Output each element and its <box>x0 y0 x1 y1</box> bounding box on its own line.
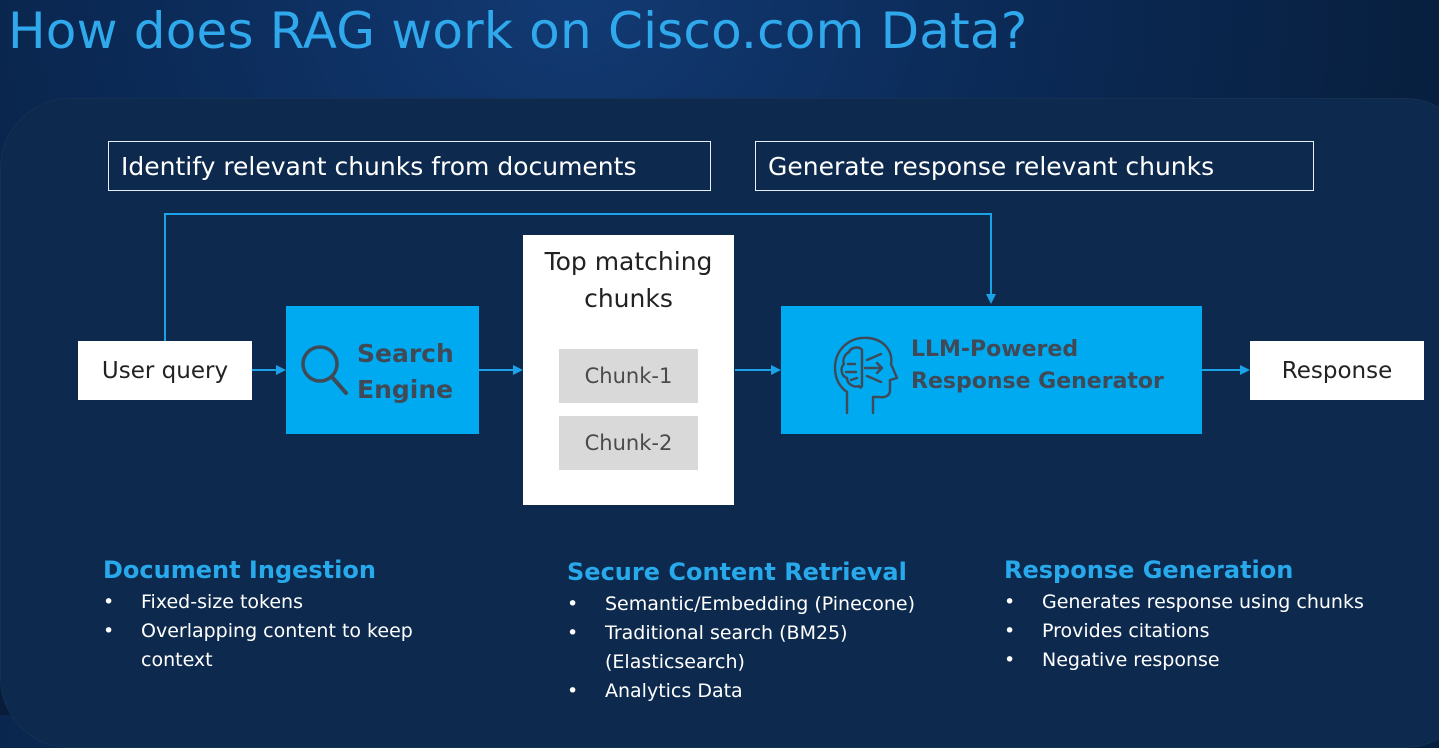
ai-brain-head-icon <box>833 336 899 415</box>
bullet-list: •Semantic/Embedding (Pinecone) •Traditio… <box>567 590 987 706</box>
bullet-item: •Semantic/Embedding (Pinecone) <box>567 593 916 615</box>
bullet-item: •Fixed-size tokens <box>103 591 304 613</box>
bullet-item: •Negative response <box>1004 649 1220 671</box>
bullet-item: •Provides citations <box>1004 620 1210 642</box>
response-node: Response <box>1250 341 1424 400</box>
section-heading: Document Ingestion <box>103 556 376 584</box>
bullet-item: •Overlapping content to keep context <box>103 620 413 671</box>
chunk-item: Chunk-2 <box>559 416 698 470</box>
page-title: How does RAG work on Cisco.com Data? <box>8 2 1028 60</box>
bullet-item: •Traditional search (BM25) (Elasticsearc… <box>567 622 848 673</box>
search-engine-label: Search Engine <box>357 336 454 408</box>
chunk-item: Chunk-1 <box>559 349 698 403</box>
section-heading: Response Generation <box>1004 556 1294 584</box>
bullet-list: •Generates response using chunks •Provid… <box>1004 588 1424 675</box>
bullet-text: Fixed-size tokens <box>141 591 304 613</box>
bullet-text: Overlapping content to keep context <box>141 620 413 671</box>
magnifier-icon <box>301 345 348 395</box>
top-matching-chunks-node: Top matching chunks Chunk-1 Chunk-2 <box>523 235 734 505</box>
section-heading: Secure Content Retrieval <box>567 558 907 586</box>
search-engine-label-line2: Engine <box>357 375 454 404</box>
bullet-text: Generates response using chunks <box>1042 591 1364 613</box>
bullet-text: Negative response <box>1042 649 1220 671</box>
search-engine-node: Search Engine <box>286 306 479 434</box>
search-engine-label-line1: Search <box>357 339 454 368</box>
bullet-text: Analytics Data <box>605 680 743 702</box>
retrieval-caption-box: Identify relevant chunks from documents <box>108 141 711 191</box>
generation-caption-box: Generate response relevant chunks <box>755 141 1314 191</box>
top-matching-label: Top matching chunks <box>523 243 734 317</box>
bullet-item: •Analytics Data <box>567 680 743 702</box>
bullet-item: •Generates response using chunks <box>1004 591 1364 613</box>
bullet-text: Provides citations <box>1042 620 1210 642</box>
section-document-ingestion: Document Ingestion •Fixed-size tokens •O… <box>103 556 503 675</box>
user-query-node: User query <box>78 341 252 400</box>
top-matching-label-line2: chunks <box>584 284 673 313</box>
section-secure-content-retrieval: Secure Content Retrieval •Semantic/Embed… <box>567 558 987 706</box>
llm-response-generator-node: LLM-Powered Response Generator <box>781 306 1202 434</box>
bullet-text: Traditional search (BM25) (Elasticsearch… <box>605 622 848 673</box>
llm-label: LLM-Powered Response Generator <box>911 334 1164 398</box>
bullet-text: Semantic/Embedding (Pinecone) <box>605 593 916 615</box>
llm-label-line1: LLM-Powered <box>911 337 1079 362</box>
llm-label-line2: Response Generator <box>911 369 1164 394</box>
bullet-list: •Fixed-size tokens •Overlapping content … <box>103 588 503 675</box>
top-matching-label-line1: Top matching <box>544 247 713 276</box>
section-response-generation: Response Generation •Generates response … <box>1004 556 1424 675</box>
